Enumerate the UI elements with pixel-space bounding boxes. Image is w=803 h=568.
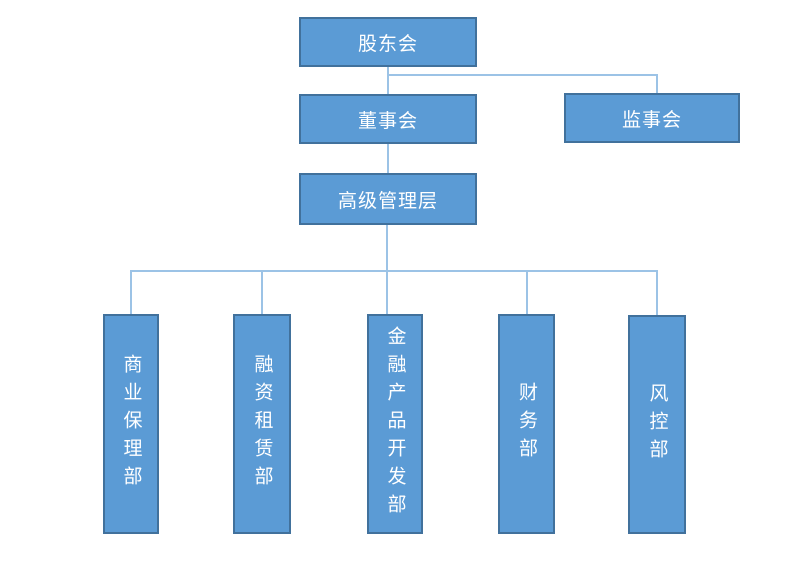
connector-management-trunk (386, 225, 388, 314)
connector-supervisory-drop (656, 75, 658, 94)
node-dept-leasing-label: 融资租赁部 (251, 354, 274, 494)
connector-drop-risk (656, 271, 658, 315)
node-board: 董事会 (299, 94, 477, 144)
node-dept-product-dev-label: 金融产品开发部 (384, 326, 407, 522)
connector-shareholders-to-board (387, 67, 389, 95)
connector-drop-factoring (130, 271, 132, 315)
node-shareholders: 股东会 (299, 17, 477, 67)
node-board-label: 董事会 (357, 109, 418, 132)
node-shareholders-label: 股东会 (357, 32, 418, 55)
node-dept-finance-label: 财务部 (516, 382, 538, 466)
node-supervisory: 监事会 (564, 93, 740, 143)
node-management-label: 高级管理层 (337, 189, 438, 212)
connector-drop-finance (526, 271, 528, 315)
node-dept-finance: 财务部 (498, 314, 555, 534)
node-dept-risk-label: 风控部 (646, 382, 669, 467)
node-dept-factoring-label: 商业保理部 (120, 354, 143, 494)
connector-departments-horizontal (130, 270, 658, 272)
connector-drop-leasing (261, 271, 263, 315)
node-dept-factoring: 商业保理部 (103, 314, 159, 534)
node-supervisory-label: 监事会 (621, 108, 682, 131)
connector-shareholders-to-supervisory-horizontal (388, 74, 658, 76)
node-management: 高级管理层 (299, 173, 477, 225)
connector-board-to-management (387, 144, 389, 174)
node-dept-leasing: 融资租赁部 (233, 314, 291, 534)
node-dept-risk: 风控部 (628, 315, 686, 534)
node-dept-product-dev: 金融产品开发部 (367, 314, 423, 534)
